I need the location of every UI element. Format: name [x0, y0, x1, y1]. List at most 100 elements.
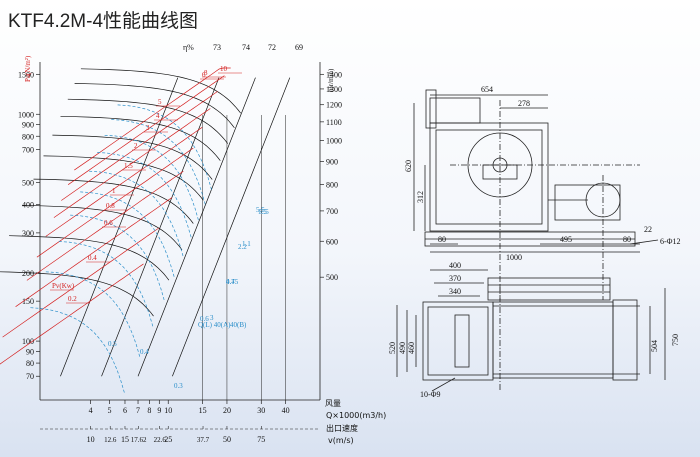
dim-22: 22 [644, 225, 652, 234]
motor-label-6: 1.5 [258, 208, 267, 216]
pressure-curve-7 [67, 98, 228, 144]
left-tick-label-4: 150 [22, 297, 34, 306]
dim-495: 495 [560, 235, 572, 244]
power-label-2: 0.4 [88, 254, 97, 262]
dim-750: 750 [671, 334, 680, 346]
motor-label-7: 2.2 [238, 243, 247, 251]
x-tick-label-5: 9 [157, 406, 161, 415]
motor-label-8: 3 [210, 314, 214, 322]
left-tick-label-12: 1000 [18, 110, 34, 119]
left-tick-label-7: 400 [22, 201, 34, 210]
left-tick-label-10: 800 [22, 132, 34, 141]
right-tick-label-6: 1100 [326, 118, 342, 127]
power-curve-0 [0, 263, 144, 365]
efficiency-label: η% [183, 43, 194, 52]
pressure-curve-5 [52, 134, 213, 180]
x-tick-label-4: 8 [147, 406, 151, 415]
power-curve-3 [26, 171, 184, 281]
motor-curve-0 [30, 307, 125, 394]
pressure-curves [0, 68, 291, 377]
dim-370: 370 [449, 274, 461, 283]
hole-label-bottom: 10-Φ9 [420, 390, 441, 399]
motor-curve-2 [58, 241, 154, 327]
pressure-curve-6 [60, 115, 221, 161]
efficiency-tick-1: 74 [242, 43, 250, 52]
left-tick-label-5: 200 [22, 269, 34, 278]
airflow-label-cn: 风量 [325, 399, 341, 408]
motor-label-3: 0.6 [200, 315, 209, 323]
power-label-8: 3 [146, 124, 150, 132]
v-tick-label-5: 25 [164, 435, 172, 444]
inlet-slot [454, 314, 470, 368]
pressure-curve-0 [0, 271, 154, 317]
pressure-curve-8 [74, 83, 235, 129]
motor-curve-5 [89, 170, 184, 257]
right-tick-label-2: 700 [326, 207, 338, 216]
power-label-9: 4 [156, 112, 160, 120]
dim-620: 620 [404, 160, 413, 172]
motor-top-box [487, 277, 611, 301]
side-view-drawing [413, 89, 659, 300]
left-tick-label-1: 80 [26, 359, 34, 368]
motor-label-0: 0.3 [174, 382, 183, 390]
x-tick-label-6: 10 [164, 406, 172, 415]
power-label-4: 0.8 [106, 202, 115, 210]
motor-curve-9 [117, 104, 213, 191]
power-label-0: Pv(Kw) [52, 282, 75, 290]
right-tick-label-9: 1400 [326, 70, 342, 79]
velocity-label-cn: 出口速度 [326, 423, 358, 433]
dim-460: 460 [407, 342, 416, 354]
pressure-curve-4 [43, 155, 204, 201]
x-tick-label-8: 20 [223, 406, 231, 415]
x-tick-label-9: 30 [257, 406, 265, 415]
power-label-3: 0.6 [104, 219, 113, 227]
pressure-curve-9 [80, 68, 241, 114]
dim-312: 312 [416, 191, 425, 203]
power-curve-8 [67, 75, 225, 185]
power-label-1: 0.2 [68, 295, 77, 303]
right-tick-label-8: 1300 [326, 85, 342, 94]
v-tick-label-1: 12.6 [104, 436, 117, 444]
right-tick-label-5: 1000 [326, 137, 342, 146]
motor-label-11: 7.5 [260, 208, 269, 216]
motor-label-9: 4.4 [226, 278, 235, 286]
power-label-5: 1 [112, 187, 116, 195]
system-line-1 [101, 77, 220, 377]
vertical-gridlines [202, 115, 286, 400]
x-tick-label-10: 40 [282, 406, 290, 415]
chart-title: KTF4.2M-4性能曲线图 [8, 10, 198, 32]
v-tick-label-3: 17.62 [131, 436, 147, 444]
hole-label-top: 6-Φ12 [660, 237, 681, 246]
performance-chart: 7080901001502003004005007008009001000150… [0, 43, 386, 445]
right-axis-label: n(r/min) [327, 68, 335, 92]
right-tick-label-1: 600 [326, 237, 338, 246]
efficiency-tick-3: 69 [295, 43, 303, 52]
plan-view-labels: 400 370 340 520 490 460 504 750 10-Φ9 [388, 261, 680, 399]
v-tick-label-2: 15 [121, 435, 129, 444]
dim-504: 504 [650, 340, 659, 352]
right-tick-label-3: 800 [326, 181, 338, 190]
pressure-curve-3 [33, 178, 194, 224]
v-tick-label-6: 37.7 [197, 436, 210, 444]
x-tick-label-2: 6 [123, 406, 127, 415]
x-tick-label-3: 7 [136, 406, 140, 415]
v-tick-label-0: 10 [87, 435, 95, 444]
dim-80: 80 [438, 235, 446, 244]
power-label-11: 6 [202, 71, 206, 79]
blue-callout-2: 40(B) [230, 321, 247, 329]
outlet-flange [425, 89, 437, 129]
power-curve-9 [74, 67, 231, 171]
hole-leader-bottom [431, 377, 456, 392]
motor-curve-4 [80, 191, 175, 278]
left-tick-label-13: 1500 [18, 70, 34, 79]
motor-frame [554, 184, 621, 221]
power-label-10: 5 [158, 98, 162, 106]
power-curve-7 [61, 91, 218, 201]
v-tick-label-4: 22.6 [154, 436, 167, 444]
motor-label-10: 5.5 [256, 206, 265, 214]
right-tick-label-7: 1200 [326, 101, 342, 110]
velocity-label: v(m/s) [328, 436, 354, 445]
